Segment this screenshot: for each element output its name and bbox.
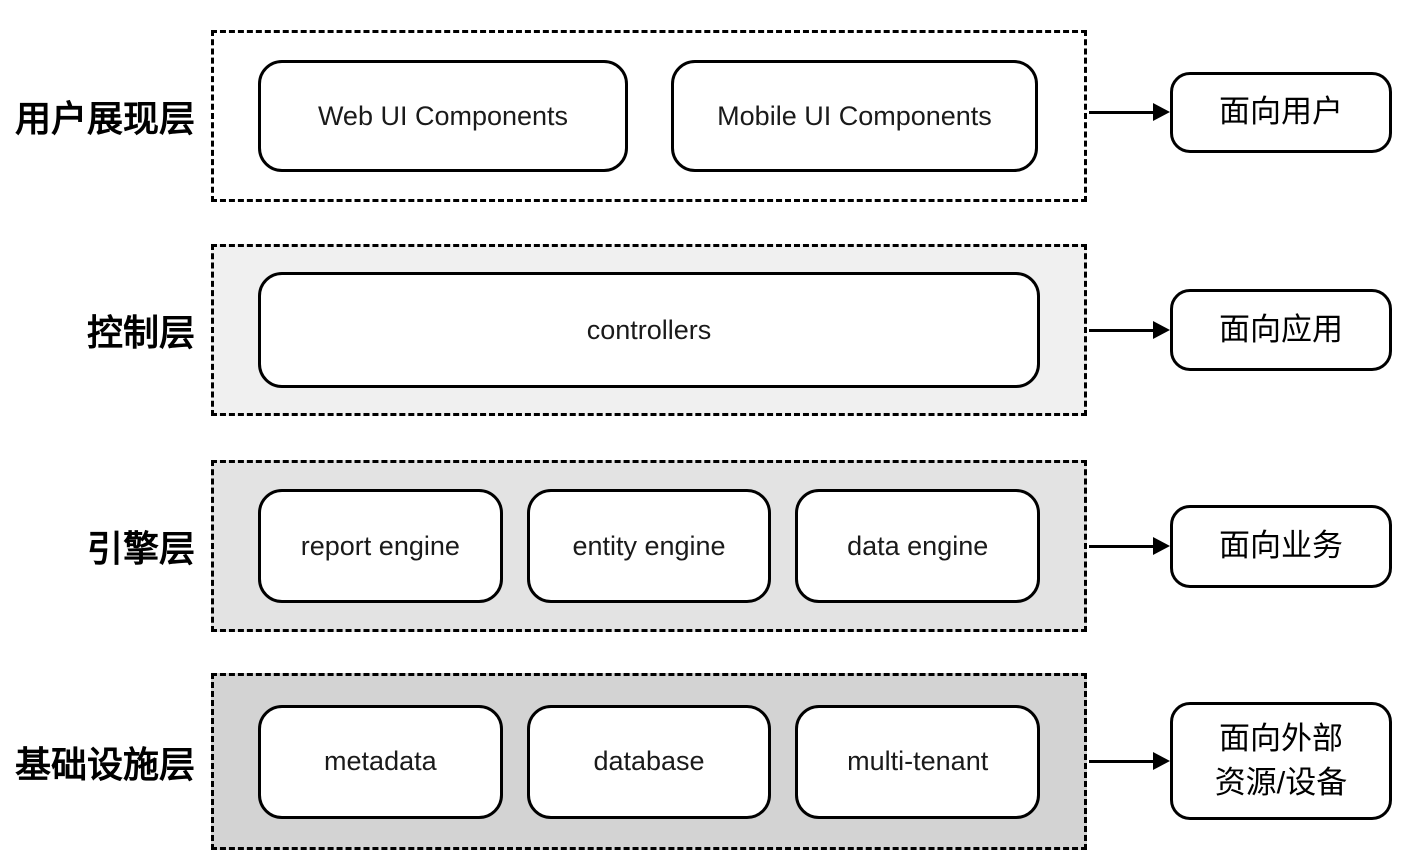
component-box: Mobile UI Components	[671, 60, 1038, 172]
layer-row-engine: 引擎层 report engine entity engine data eng…	[0, 460, 1406, 632]
layer-container: metadata database multi-tenant	[211, 673, 1087, 850]
layer-row-presentation: 用户展现层 Web UI Components Mobile UI Compon…	[0, 30, 1406, 202]
layer-label: 控制层	[86, 312, 195, 353]
target-box: 面向应用	[1170, 289, 1392, 371]
component-box: controllers	[258, 272, 1040, 388]
arrow-head-icon	[1153, 752, 1170, 770]
target-box: 面向业务	[1170, 505, 1392, 588]
target-box: 面向外部 资源/设备	[1170, 702, 1392, 820]
layer-container: report engine entity engine data engine	[211, 460, 1087, 632]
component-box: data engine	[795, 489, 1041, 603]
component-box: multi-tenant	[795, 704, 1041, 819]
arrow-head-icon	[1153, 103, 1170, 121]
arrow-shaft	[1089, 759, 1153, 763]
arrow-head-icon	[1153, 321, 1170, 339]
layer-row-infrastructure: 基础设施层 metadata database multi-tenant	[0, 673, 1406, 850]
target-box: 面向用户	[1170, 72, 1392, 153]
arrow-shaft	[1089, 328, 1153, 332]
arrow	[1089, 752, 1170, 770]
component-box: report engine	[258, 489, 503, 603]
arrow-shaft	[1089, 110, 1153, 114]
arrow	[1089, 103, 1170, 121]
arrow	[1089, 537, 1170, 555]
component-box: metadata	[258, 704, 503, 819]
component-box: database	[526, 704, 772, 819]
arrow-shaft	[1089, 544, 1153, 548]
layer-label: 用户展现层	[14, 98, 195, 139]
layer-label: 基础设施层	[14, 743, 195, 785]
layer-container: Web UI Components Mobile UI Components	[211, 30, 1087, 202]
layer-container: controllers	[211, 244, 1087, 416]
arrow	[1089, 321, 1170, 339]
component-box: entity engine	[526, 489, 772, 603]
layer-label: 引擎层	[86, 528, 195, 569]
arrow-head-icon	[1153, 537, 1170, 555]
component-box: Web UI Components	[258, 60, 628, 172]
layer-row-control: 控制层 controllers	[0, 244, 1406, 416]
